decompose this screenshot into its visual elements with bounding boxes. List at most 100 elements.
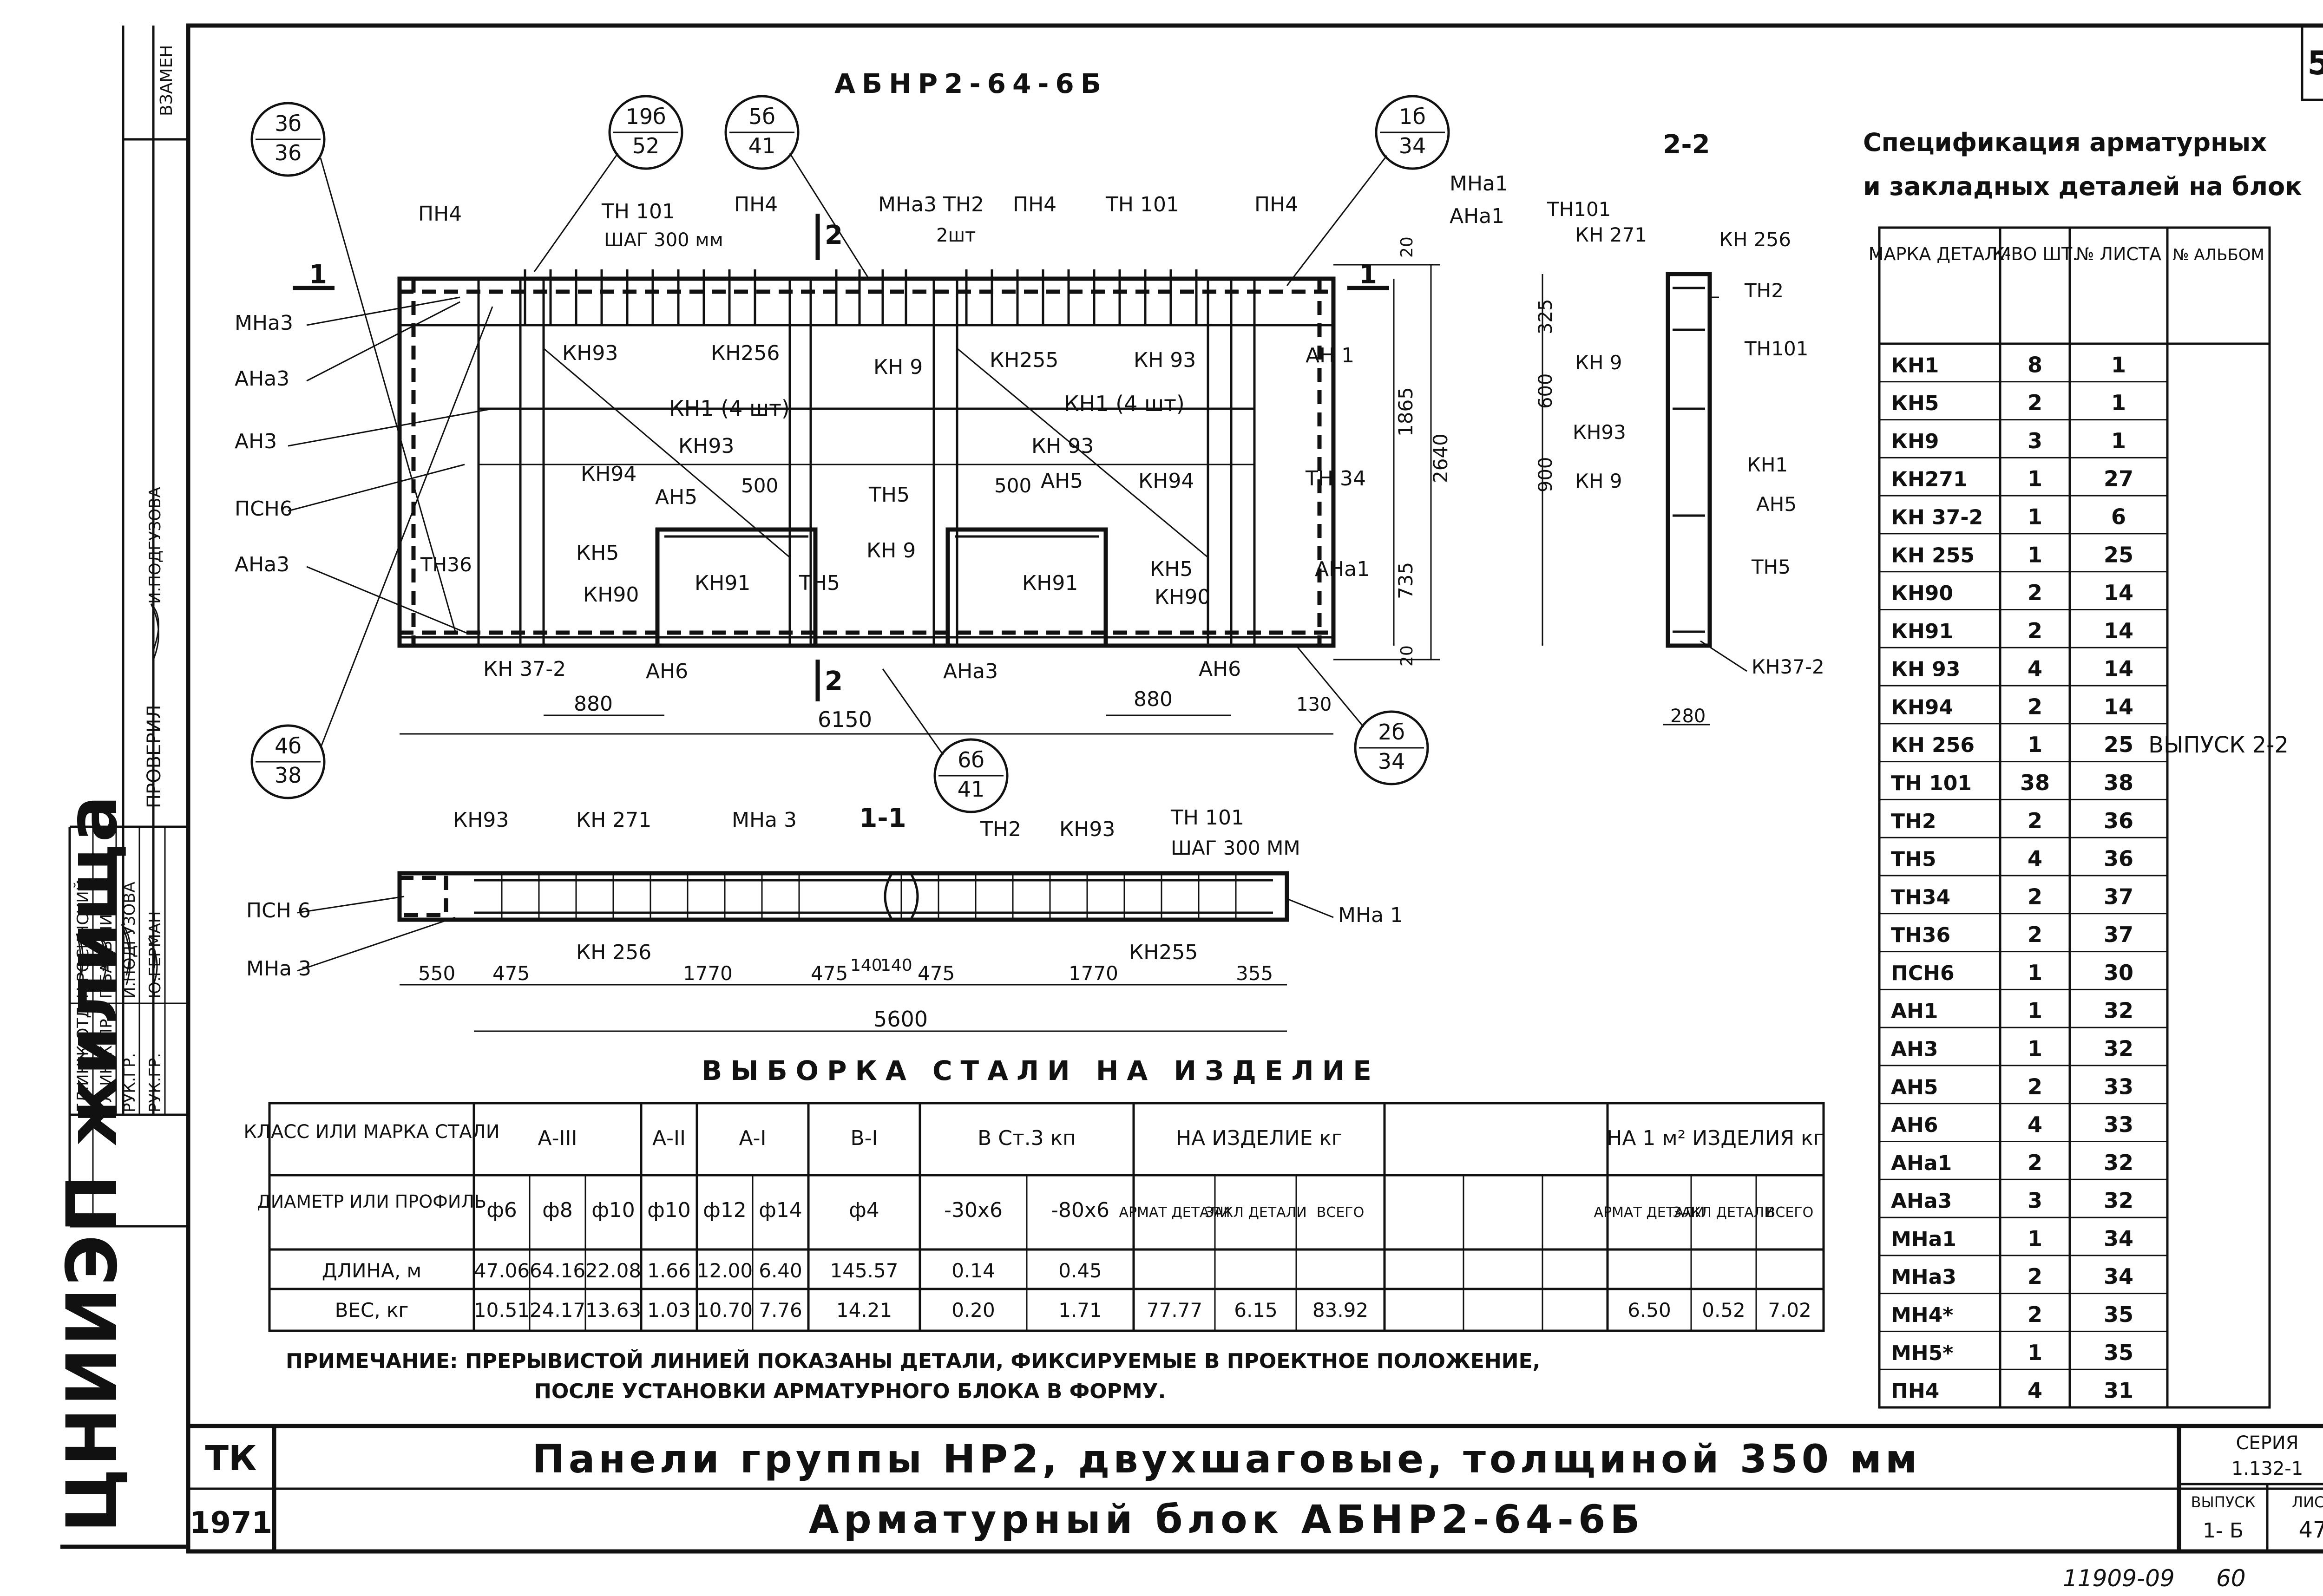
label-ana3-left: АНа3 [235, 367, 289, 391]
section-mark-2-bottom: 2 [825, 666, 843, 696]
callout-5b-41: 5б 41 [724, 95, 870, 279]
label-kn5-1: КН5 [576, 541, 619, 565]
sig-role-2: ГЛ.ИНЖ.ПР. [97, 1014, 116, 1112]
side-proveril-name: И.ПОДГУЗОВА [146, 487, 164, 604]
spec-cell-qty: 2 [2028, 580, 2042, 605]
spec-cell-sheet: 14 [2104, 656, 2133, 681]
steel-profile-cell: -30х6 [944, 1198, 1003, 1222]
list-label: ЛИСТ [2292, 1493, 2323, 1511]
label-2sht: 2шт [936, 225, 976, 246]
s22-label-7: КН 9 [1575, 470, 1622, 492]
steel-length-cell: 1.66 [647, 1259, 691, 1282]
dim-2640: 2640 [1429, 433, 1452, 483]
spec-album: ВЫПУСК 2-2 [2148, 732, 2289, 758]
spec-cell-sheet: 36 [2104, 808, 2133, 833]
spec-cell-sheet: 34 [2104, 1264, 2133, 1289]
label-kn256: КН256 [711, 341, 780, 365]
steel-profile-cell: ВСЕГО [1766, 1204, 1813, 1221]
spec-cell-sheet: 35 [2104, 1340, 2133, 1365]
list-value: 47 [2298, 1517, 2323, 1543]
section-2-2-title: 2-2 [1663, 130, 1710, 160]
steel-title: ВЫБОРКА СТАЛИ НА ИЗДЕЛИЕ [702, 1055, 1380, 1086]
drawing-title: АБНР2-64-6Б [834, 68, 1108, 99]
spec-cell-mark: ТН2 [1891, 810, 1936, 833]
callout-den: 41 [958, 777, 985, 802]
label-ana1-top: АНа1 [1450, 204, 1504, 228]
spec-cell-mark: КН94 [1891, 695, 1953, 719]
callout-1b-34: 1б 34 [1286, 95, 1450, 286]
callout-num: 5б [748, 104, 775, 129]
spec-cell-mark: КН91 [1891, 620, 1953, 643]
s11-mna3: МНа 3 [732, 808, 797, 832]
steel-profile-cell: ф6 [486, 1198, 517, 1222]
steel-group-header: А-I [739, 1126, 767, 1150]
label-an1: АН 1 [1306, 344, 1354, 367]
label-shag: ШАГ 300 мм [604, 229, 723, 251]
s11-dim-2: 1770 [683, 962, 733, 985]
spec-cell-sheet: 14 [2104, 580, 2133, 605]
spec-cell-mark: КН 256 [1891, 733, 1975, 757]
spec-cell-qty: 4 [2028, 1378, 2042, 1403]
dim-6150: 6150 [818, 707, 872, 732]
sig-name-2: Г.БАБЫНИН [97, 902, 116, 999]
s11-kn93-a: КН93 [453, 808, 509, 832]
callout-den: 34 [1399, 133, 1426, 158]
s22-label-0: ТН101 [1547, 198, 1611, 221]
spec-cell-mark: ПСН6 [1891, 962, 1955, 985]
spec-cell-mark: КН 255 [1891, 543, 1975, 567]
s11-dim-6: 475 [918, 962, 955, 985]
steel-weight-cell: 7.02 [1768, 1299, 1811, 1321]
label-pn4-2: ПН4 [734, 193, 778, 216]
steel-profile-cell: -80х6 [1051, 1198, 1109, 1222]
spec-cell-mark: КН1 [1891, 353, 1939, 377]
spec-cell-qty: 4 [2028, 656, 2042, 681]
steel-weight-cell: 83.92 [1312, 1299, 1368, 1321]
spec-cell-sheet: 37 [2104, 922, 2133, 947]
s22-label-10: ТН5 [1751, 556, 1791, 578]
label-pn4-3: ПН4 [1013, 193, 1057, 216]
page-number: 59 [2307, 44, 2323, 82]
spec-cell-sheet: 1 [2111, 390, 2126, 415]
spec-cell-qty: 38 [2020, 770, 2050, 795]
label-tn101-1: ТН 101 [601, 200, 675, 223]
spec-cell-sheet: 33 [2104, 1074, 2133, 1099]
steel-weight-cell: 6.50 [1627, 1299, 1671, 1321]
label-kn93-1: КН93 [562, 341, 618, 365]
dim-500-a: 500 [741, 474, 778, 497]
label-psn6: ПСН6 [235, 497, 293, 521]
spec-cell-qty: 2 [2028, 390, 2042, 415]
s11-shag: ШАГ 300 ММ [1171, 837, 1300, 859]
spec-cell-sheet: 32 [2104, 1150, 2133, 1175]
s11-dim-8: 355 [1236, 962, 1273, 985]
s22-label-5: КН 9 [1575, 351, 1622, 374]
title-line-2: Арматурный блок АБНР2-64-6Б [809, 1497, 1645, 1542]
spec-cell-mark: АНа3 [1891, 1190, 1952, 1213]
s11-dim-0: 550 [418, 962, 455, 985]
inventory-page: 60 [2216, 1565, 2246, 1592]
callout-den: 52 [632, 133, 660, 158]
dim-500-b: 500 [994, 474, 1031, 497]
label-mna1: МНа1 [1450, 172, 1508, 196]
spec-cell-mark: МН4* [1891, 1303, 1953, 1327]
steel-length-cell: 47.06 [474, 1259, 530, 1282]
label-tn5-2: ТН5 [799, 571, 840, 595]
s11-dim-5: 140 [880, 956, 912, 975]
steel-length-label: ДЛИНА, м [322, 1259, 422, 1282]
dim-20-bottom: 20 [1398, 645, 1417, 667]
steel-profile-cell: ф14 [759, 1198, 802, 1222]
steel-profile-cell: ВСЕГО [1317, 1204, 1364, 1221]
callout-den: 38 [275, 763, 302, 788]
s11-tn2: ТН2 [980, 818, 1021, 841]
steel-profile-cell: ЗАКЛ ДЕТАЛИ [1673, 1204, 1774, 1221]
spec-cell-qty: 2 [2028, 694, 2042, 719]
steel-group-header: А-II [652, 1126, 686, 1150]
spec-cell-mark: ПН4 [1891, 1380, 1939, 1403]
spec-cell-sheet: 14 [2104, 694, 2133, 719]
spec-cell-sheet: 25 [2104, 542, 2133, 567]
signature-block: ГЛ.ИНЖ.ОТД. ГЛ.ИНЖ.ПР. РУК.ГР. РУК.ГР. Н… [73, 487, 165, 1112]
spec-cell-qty: 2 [2028, 1302, 2042, 1327]
